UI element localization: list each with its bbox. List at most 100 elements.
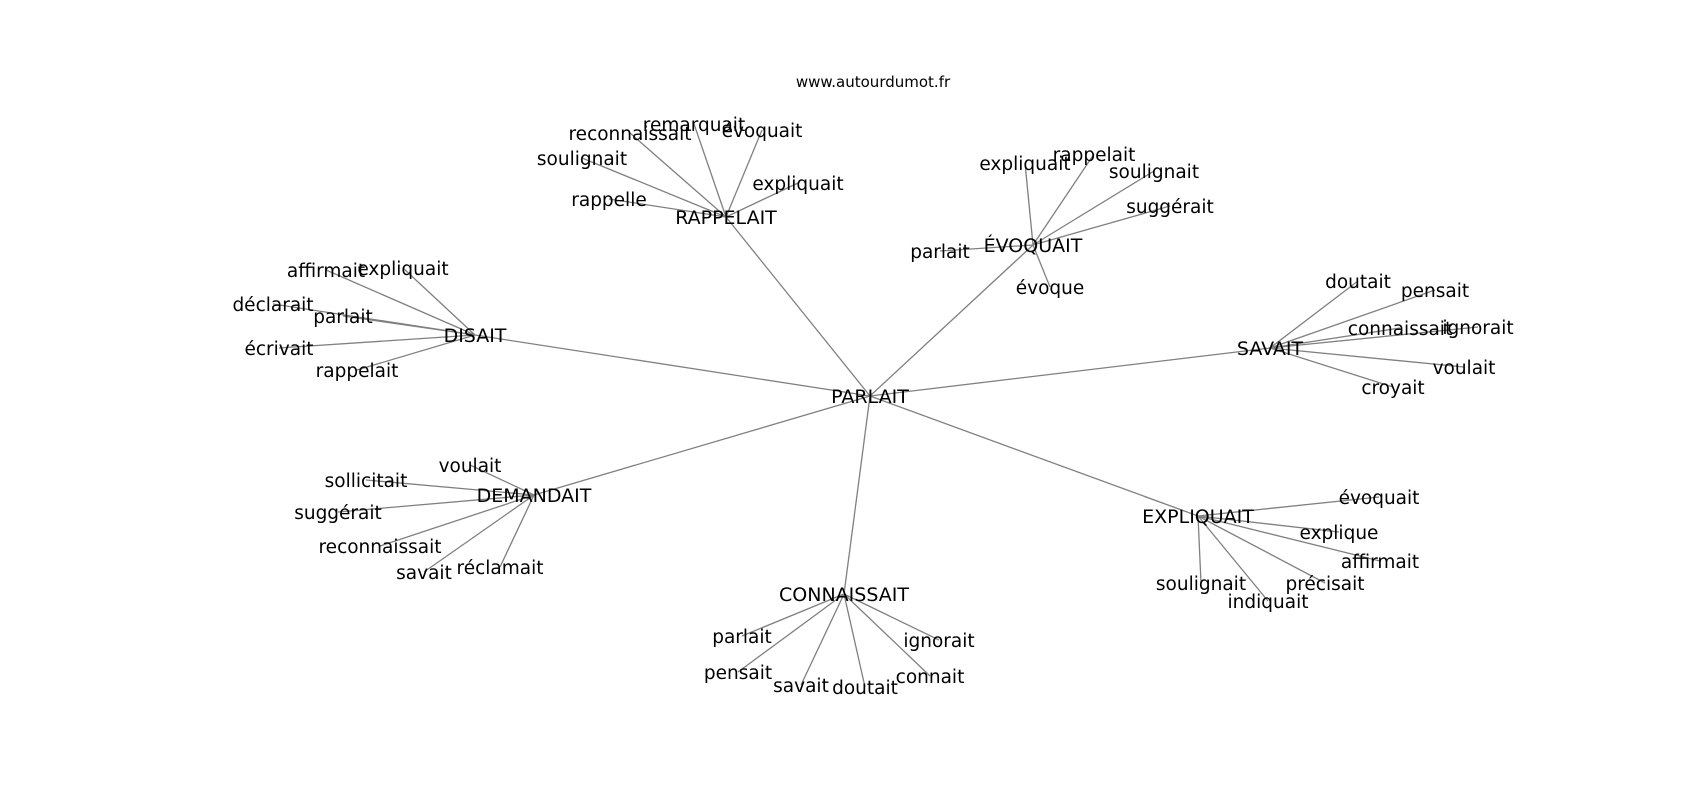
leaf-word[interactable]: pensait [1401, 281, 1469, 302]
hub-word-expliquait[interactable]: EXPLIQUAIT [1142, 506, 1254, 528]
leaf-word[interactable]: parlait [712, 627, 772, 648]
leaf-word[interactable]: reconnaissait [568, 124, 691, 145]
edge-demandait-leaf [499, 494, 535, 568]
edge-center-evoquait [869, 244, 1034, 397]
leaf-word[interactable]: suggérait [294, 503, 382, 524]
leaf-word[interactable]: expliquait [357, 259, 448, 280]
graph-edges [272, 123, 1479, 688]
leaf-word[interactable]: évoquait [1339, 488, 1420, 509]
edge-connaissait-leaf [741, 593, 845, 637]
leaf-word[interactable]: savait [396, 563, 452, 584]
leaf-word[interactable]: doutait [1325, 272, 1391, 293]
leaf-word[interactable]: affirmait [287, 261, 365, 282]
edge-evoquait-leaf [1024, 162, 1034, 246]
edge-connaissait-leaf [843, 593, 931, 677]
leaf-word[interactable]: remarquait [643, 115, 745, 136]
leaf-word[interactable]: connaissait [1348, 319, 1452, 340]
hub-word-evoquait[interactable]: ÉVOQUAIT [984, 234, 1083, 257]
leaf-word[interactable]: parlait [910, 242, 970, 263]
leaf-word[interactable]: précisait [1285, 574, 1364, 595]
leaf-word[interactable]: expliquait [752, 174, 843, 195]
leaf-word[interactable]: savait [773, 676, 829, 697]
leaf-word[interactable]: ignorait [1442, 318, 1513, 339]
edge-savait-leaf [1269, 326, 1479, 349]
leaf-word[interactable]: pensait [704, 663, 772, 684]
leaf-word[interactable]: soulignait [1109, 162, 1199, 183]
leaf-word[interactable]: doutait [832, 678, 898, 699]
edge-expliquait-leaf [1197, 515, 1326, 584]
leaf-word[interactable]: sollicitait [325, 471, 408, 492]
edge-expliquait-leaf [1197, 496, 1380, 517]
edge-rappelait-leaf [581, 157, 727, 218]
edge-evoquait-leaf [1032, 153, 1095, 246]
leaf-word[interactable]: réclamait [457, 558, 544, 579]
edge-demandait-leaf [379, 494, 535, 547]
edge-connaissait-leaf [737, 593, 845, 673]
edge-rappelait-leaf [693, 123, 727, 218]
leaf-word[interactable]: soulignait [1156, 574, 1246, 595]
leaf-word[interactable]: voulait [439, 456, 502, 477]
edge-center-rappelait [725, 216, 871, 397]
edge-disait-leaf [325, 269, 476, 336]
edge-connaissait-leaf [800, 593, 845, 686]
edge-expliquait-leaf [1197, 515, 1340, 533]
leaf-word[interactable]: rappelait [1053, 145, 1136, 166]
edge-rappelait-leaf [725, 182, 799, 218]
hub-word-connaissait[interactable]: CONNAISSAIT [779, 584, 909, 606]
edge-rappelait-leaf [608, 198, 727, 218]
edge-rappelait-leaf [629, 132, 727, 218]
leaf-word[interactable]: ignorait [903, 631, 974, 652]
leaf-word[interactable]: reconnaissait [318, 537, 441, 558]
site-watermark: www.autourdumot.fr [796, 73, 951, 91]
edge-center-connaissait [843, 395, 871, 595]
leaf-word[interactable]: connait [896, 667, 965, 688]
leaf-word[interactable]: indiquait [1228, 592, 1309, 613]
leaf-word[interactable]: suggérait [1126, 197, 1214, 218]
leaf-word[interactable]: affirmait [1341, 552, 1419, 573]
leaf-word[interactable]: croyait [1361, 378, 1424, 399]
edge-rappelait-leaf [725, 129, 763, 218]
edge-demandait-leaf [469, 464, 535, 496]
hub-word-demandait[interactable]: DEMANDAIT [477, 485, 592, 507]
leaf-word[interactable]: expliquait [979, 154, 1070, 175]
edge-expliquait-leaf [1197, 515, 1269, 602]
edge-evoquait-leaf [1032, 244, 1051, 288]
leaf-word[interactable]: parlait [313, 307, 373, 328]
edge-center-savait [869, 347, 1271, 397]
leaf-word[interactable]: soulignait [537, 149, 627, 170]
edge-savait-leaf [1269, 347, 1465, 368]
edge-demandait-leaf [337, 494, 535, 513]
edge-expliquait-leaf [1197, 515, 1381, 562]
leaf-word[interactable]: déclarait [232, 295, 313, 316]
edge-savait-leaf [1269, 289, 1436, 349]
leaf-word[interactable]: rappelle [571, 190, 646, 211]
edge-evoquait-leaf [1032, 205, 1171, 246]
edge-demandait-leaf [365, 479, 535, 496]
leaf-word[interactable]: rappelait [316, 361, 399, 382]
leaf-word[interactable]: évoque [1016, 278, 1085, 299]
edge-disait-leaf [356, 334, 476, 371]
edge-evoquait-leaf [1032, 170, 1155, 246]
edge-connaissait-leaf [843, 593, 866, 688]
edge-savait-leaf [1269, 280, 1359, 349]
hub-word-savait[interactable]: SAVAIT [1237, 338, 1304, 360]
edge-disait-leaf [342, 315, 476, 336]
edge-demandait-leaf [423, 494, 535, 573]
edge-disait-leaf [278, 334, 476, 349]
leaf-word[interactable]: écrivait [245, 339, 314, 360]
center-word[interactable]: PARLAIT [831, 386, 909, 408]
hub-word-rappelait[interactable]: RAPPELAIT [675, 207, 777, 229]
edge-center-demandait [533, 395, 871, 496]
edge-connaissait-leaf [843, 593, 940, 641]
hub-word-disait[interactable]: DISAIT [444, 325, 507, 347]
edge-center-disait [474, 334, 871, 397]
leaf-word[interactable]: voulait [1433, 358, 1496, 379]
edge-disait-leaf [402, 267, 476, 336]
leaf-word[interactable]: explique [1300, 523, 1379, 544]
edge-center-expliquait [869, 395, 1199, 517]
edge-savait-leaf [1269, 327, 1401, 349]
edge-savait-leaf [1269, 347, 1394, 388]
leaf-word[interactable]: évoquait [722, 121, 803, 142]
